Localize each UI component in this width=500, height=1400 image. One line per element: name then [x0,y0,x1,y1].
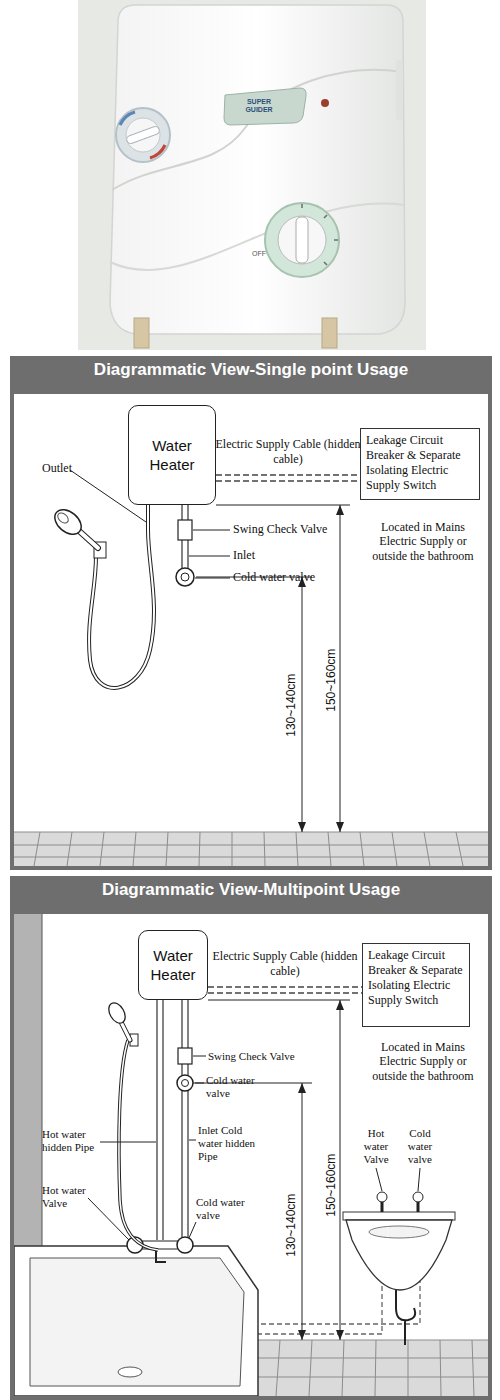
single-point-scene [14,390,488,866]
single-point-scene-part [216,505,350,832]
multipoint-scene-part [14,1246,258,1396]
multipoint-scene-part [157,1000,163,1240]
single-point-scene-part [176,568,194,586]
single-point-scene-part [14,832,488,857]
water-heater-box: Water Heater [128,405,216,505]
single-point-scene-part [181,573,189,581]
edge-label: Electric Supply Cable (hidden cable) [210,949,360,979]
single-point-scene-part [14,832,488,866]
part-label: Located in Mains Electric Supply or outs… [366,1040,480,1083]
single-point-scene-part [50,505,86,540]
product-photo-part [302,204,338,265]
product-photo-part [126,118,160,152]
part-label: Inlet Cold water hidden Pipe [198,1124,262,1164]
multipoint-scene-part [369,1226,429,1238]
multipoint-scene-part [177,1075,193,1091]
multipoint-scene-part [118,1367,142,1377]
multipoint-scene-part [177,1237,193,1253]
breaker-box: Leakage Circuit Breaker & Separate Isola… [360,428,480,500]
multipoint-scene-part [119,1040,158,1250]
multipoint-scene-part [346,1220,452,1290]
multipoint-scene [14,910,488,1396]
multipoint-scene-part [88,1056,420,1240]
single-point-scene-part [89,505,154,688]
multipoint-scene-part [195,1083,312,1340]
single-point-scene-part [14,390,488,866]
product-photo-part [116,108,170,162]
multipoint-scene-part [14,910,42,1250]
single-point-scene-part [89,505,154,688]
multipoint-scene-part [377,1192,387,1202]
edge-label: Electric Supply Cable (hidden cable) [213,437,363,467]
multipoint-scene-part [382,1200,418,1212]
single-point-scene-part [34,832,463,866]
breaker-box: Leakage Circuit Breaker & Separate Isola… [362,943,470,1027]
part-label: Located in Mains Electric Supply or outs… [366,520,480,563]
dimension-label: 130~140cm [284,655,298,755]
single-point-scene-part [78,530,98,548]
multipoint-scene-part [182,1000,188,1240]
product-photo-part [265,203,339,277]
product-photo-part [278,216,326,264]
multipoint-scene-part [105,1000,128,1026]
product-photo-part [78,0,426,350]
part-label: SUPER GUIDER [236,98,282,115]
single-point-scene-part [189,530,230,578]
multipoint-scene-part [208,1000,350,1340]
water-heater-box: Water Heater [138,930,208,1000]
part-label: Hot water Valve [42,1184,97,1210]
multipoint-scene-part [178,1048,192,1064]
part-label: Swing Check Valve [208,1050,308,1063]
single-point-scene-part [298,505,344,832]
multipoint-scene-part [14,910,488,1396]
product-photo [78,0,426,350]
multipoint-scene-part [30,1258,244,1386]
multipoint-scene-part [119,1040,158,1250]
single-point-scene-part [196,577,312,832]
panel-title: Diagrammatic View-Single point Usage [14,360,488,394]
part-label: Inlet [233,548,283,562]
product-photo-part [110,204,404,270]
dimension-label: 150~160cm [324,1135,338,1235]
box-label: Leakage Circuit Breaker & Separate Isola… [366,433,474,493]
product-photo-part [110,5,405,334]
single-point-scene-part [178,520,192,540]
single-point-scene-part [56,511,70,525]
product-photo-part [296,217,308,263]
product-photo-part [396,60,403,120]
dimension-label: 130~140cm [284,1175,298,1275]
part-label: OFF [249,250,269,258]
product-photo-part [224,88,306,125]
multipoint-scene-part [298,1000,344,1340]
product-photo-part [322,318,337,348]
product-photo-part [134,318,149,348]
panel-title: Diagrammatic View-Multipoint Usage [14,880,488,914]
cable-connector [216,475,360,481]
panel-frame: Diagrammatic View-Single point UsageWate… [10,356,492,870]
box-label: Leakage Circuit Breaker & Separate Isola… [368,948,464,1008]
multipoint-scene-part [413,1192,423,1202]
product-photo-part [112,70,403,190]
box-label: Water Heater [151,946,196,985]
part-label: Outlet [42,461,92,475]
part-label: Cold water valve [206,1074,268,1100]
multipoint-scene-part [182,1080,189,1087]
single-point-scene-part [78,530,98,548]
product-photo-part [126,125,161,144]
box-label: Water Heater [143,436,201,475]
multipoint-scene-part [343,1212,455,1220]
cable-connector [208,987,362,993]
part-label: Hot water Valve [356,1127,396,1167]
part-label: Cold water valve [196,1196,258,1222]
multipoint-scene-part [276,1340,474,1396]
part-label: Cold water valve [400,1127,440,1167]
multipoint-scene-part [396,1290,415,1345]
part-label: Swing Check Valve [233,522,343,536]
dimension-label: 150~160cm [324,630,338,730]
product-photo-part [321,99,329,107]
part-label: Hot water hidden Pipe [42,1128,100,1154]
part-label: Cold water valve [233,570,343,584]
